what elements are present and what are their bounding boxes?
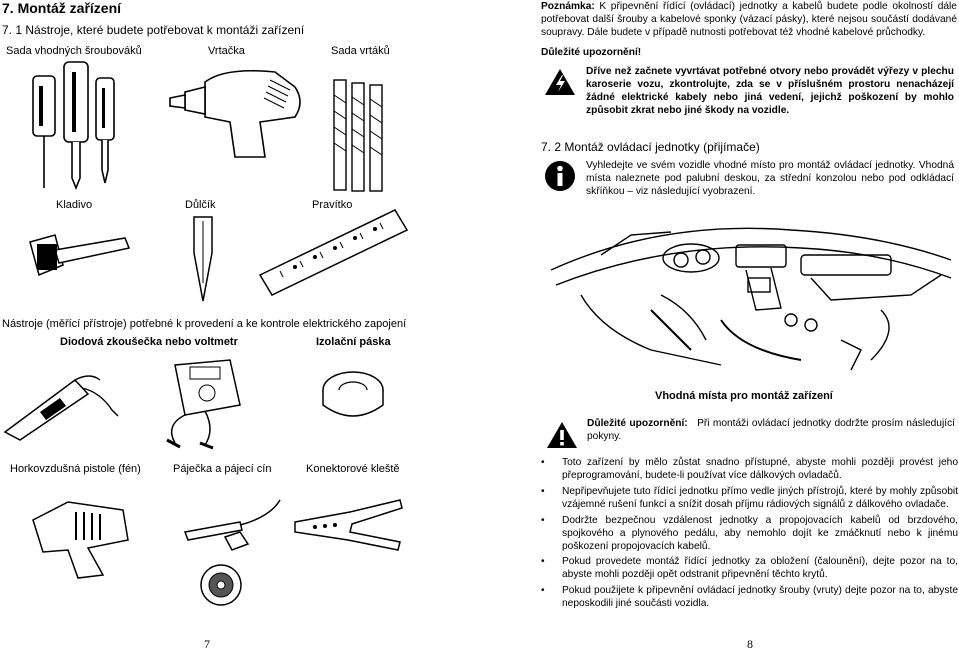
note-label: Poznámka: — [541, 1, 595, 12]
label-hammer: Kladivo — [56, 199, 93, 211]
label-ruler: Pravítko — [312, 199, 353, 211]
label-tester: Diodová zkoušečka nebo voltmetr — [60, 336, 238, 348]
label-soldering: Páječka a pájecí cín — [173, 463, 272, 475]
solder-icon — [200, 564, 242, 606]
label-heat-gun: Horkovzdušná pistole (fén) — [10, 463, 141, 475]
bullet-icon: • — [541, 486, 545, 497]
important-text-2: Při montáži ovládací jednotky dodržte pr… — [587, 418, 955, 442]
ruler-icon — [258, 209, 409, 296]
page-heading: 7. Montáž zařízení — [2, 0, 122, 16]
bullet-icon: • — [541, 457, 545, 468]
label-crimper: Konektorové kleště — [306, 463, 400, 475]
drill-icon — [169, 69, 301, 158]
label-punch: Důlčík — [185, 199, 216, 211]
important-label-2: Důležité upozornění: — [587, 418, 688, 429]
label-drill: Vrtačka — [208, 45, 245, 57]
voltmeter-icon — [166, 359, 241, 450]
warning-icon — [547, 422, 577, 448]
bullet-icon: • — [541, 515, 545, 526]
label-screwdrivers: Sada vhodných šroubováků — [6, 45, 142, 57]
important-text-1: Dříve než začnete vyvrtávat potřebné otv… — [586, 66, 954, 116]
bullet-icon: • — [541, 585, 545, 596]
note-text: K připevnění řídící (ovládací) jednotky … — [541, 1, 957, 38]
heat-gun-icon — [32, 501, 129, 579]
screwdriver-icon — [32, 61, 115, 191]
dashboard-illustration — [550, 227, 952, 371]
section-heading-7-2: 7. 2 Montáž ovládací jednotky (přijímače… — [541, 140, 760, 154]
label-tape: Izolační páska — [316, 336, 391, 348]
warning-icon — [545, 69, 575, 95]
hammer-icon — [29, 234, 131, 277]
measurement-tools-title: Nástroje (měřící přístroje) potřebné k p… — [2, 318, 407, 330]
label-drill-bits: Sada vrtáků — [331, 45, 390, 57]
section-heading: 7. 1 Nástroje, které budete potřebovat k… — [2, 23, 305, 37]
drill-bit-icon — [333, 79, 383, 192]
tape-icon — [322, 371, 384, 417]
image-caption: Vhodná místa pro montáž zařízení — [655, 390, 833, 402]
important-label-1: Důležité upozornění! — [541, 47, 642, 58]
info-icon — [545, 161, 575, 191]
page-number-left: 7 — [204, 637, 210, 651]
center-punch-icon — [193, 216, 213, 302]
section-text: Vyhledejte ve svém vozidle vhodné místo … — [586, 160, 954, 197]
bullet-icon: • — [541, 556, 545, 567]
important-paragraph-2: Důležité upozornění: Při montáži ovládac… — [587, 417, 955, 443]
crimper-icon — [294, 499, 403, 551]
soldering-iron-icon — [183, 499, 281, 551]
note-paragraph: Poznámka: K připevnění řídící (ovládací)… — [541, 0, 957, 39]
page-number-right: 8 — [747, 637, 753, 651]
tester-icon — [3, 375, 119, 441]
